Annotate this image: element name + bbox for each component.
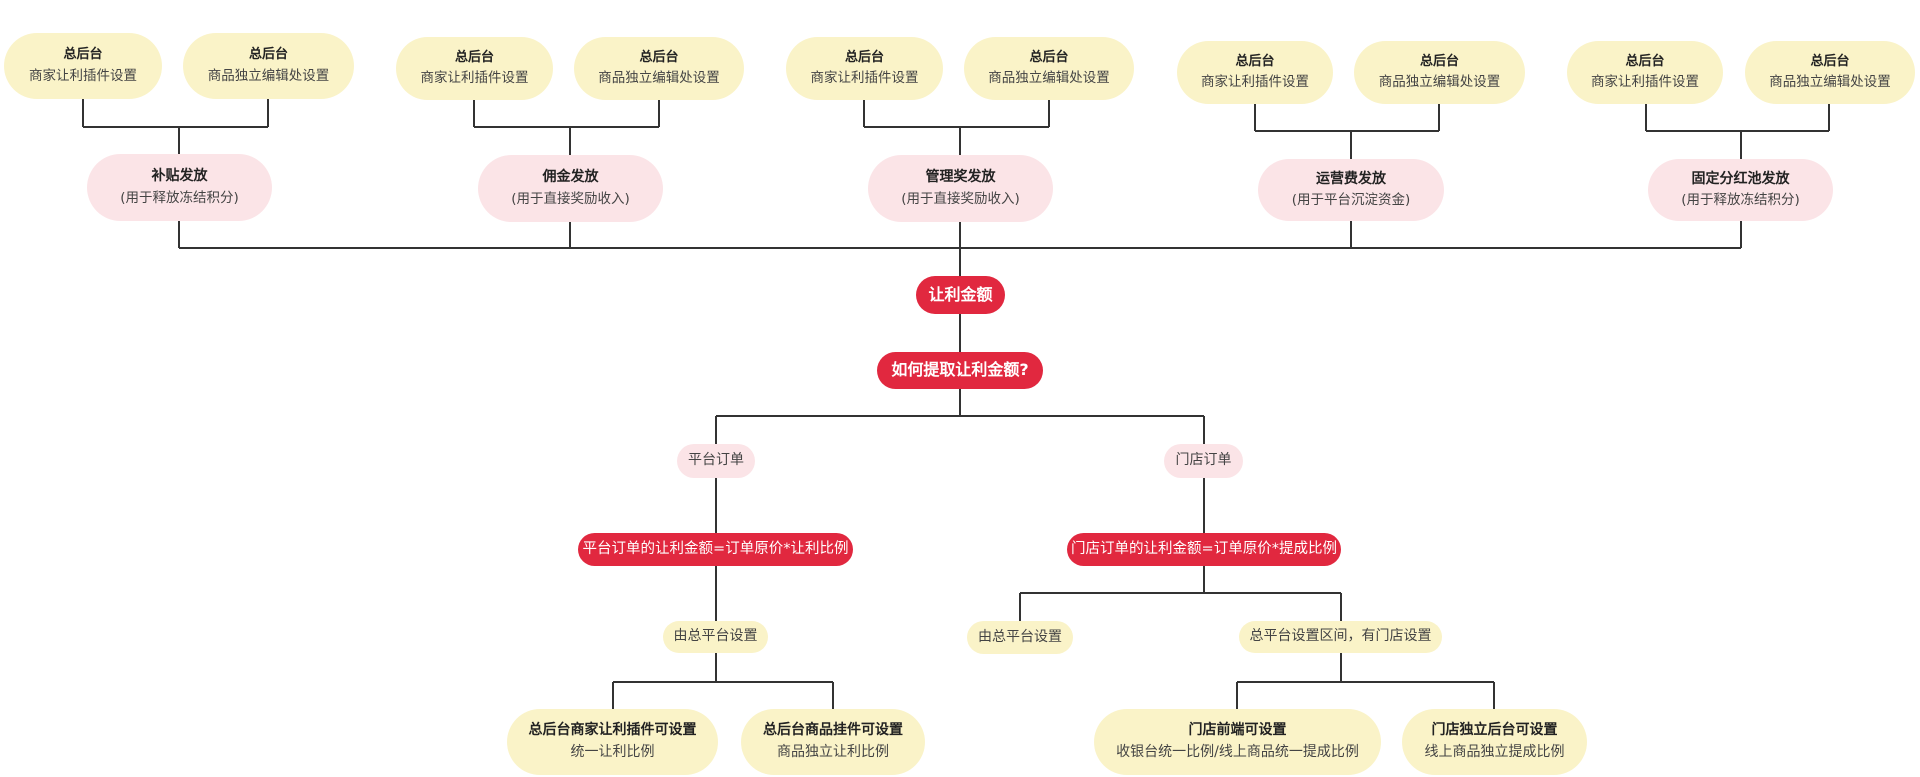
question-label: 如何提取让利金额? [891, 360, 1029, 380]
distribution-title: 固定分红池发放 [1691, 170, 1790, 187]
leaf-subtitle: 统一让利比例 [570, 744, 655, 760]
leaf-node-merchant-plugin: 总后台商家让利插件可设置 统一让利比例 [507, 709, 718, 775]
source-subtitle: 商家让利插件设置 [810, 70, 919, 87]
source-subtitle: 商品独立编辑处设置 [1769, 74, 1891, 91]
source-title: 总后台 [63, 47, 103, 63]
leaf-title: 门店前端可设置 [1188, 722, 1287, 739]
distribution-subtitle: (用于平台沉淀资金) [1291, 192, 1411, 209]
question-node: 如何提取让利金额? [877, 352, 1043, 389]
source-title: 总后台 [1625, 53, 1665, 69]
root-node-concession-amount: 让利金额 [916, 276, 1005, 314]
root-label: 让利金额 [928, 284, 993, 304]
source-node-merchant-plugin: 总后台 商家让利插件设置 [396, 37, 553, 100]
source-node-product-edit: 总后台 商品独立编辑处设置 [574, 37, 744, 100]
source-node-product-edit: 总后台 商品独立编辑处设置 [1354, 41, 1525, 104]
distribution-subtitle: (用于释放冻结积分) [120, 189, 239, 206]
distribution-node-commission: 佣金发放 (用于直接奖励收入) [478, 155, 663, 222]
setter-label: 总平台设置区间，有门店设置 [1249, 628, 1432, 645]
source-subtitle: 商家让利插件设置 [29, 67, 137, 84]
source-node-merchant-plugin: 总后台 商家让利插件设置 [1177, 41, 1333, 104]
distribution-title: 运营费发放 [1316, 170, 1386, 187]
distribution-subtitle: (用于直接奖励收入) [511, 190, 630, 207]
leaf-node-product-widget: 总后台商品挂件可设置 商品独立让利比例 [741, 709, 925, 775]
source-node-product-edit: 总后台 商品独立编辑处设置 [1745, 41, 1915, 104]
setter-node-platform-admin: 由总平台设置 [967, 621, 1073, 654]
source-node-merchant-plugin: 总后台 商家让利插件设置 [786, 37, 943, 100]
leaf-node-store-backend: 门店独立后台可设置 线上商品独立提成比例 [1402, 709, 1587, 775]
distribution-node-operation-fee: 运营费发放 (用于平台沉淀资金) [1258, 159, 1444, 221]
formula-node-platform: 平台订单的让利金额=订单原价*让利比例 [578, 533, 853, 566]
distribution-title: 佣金发放 [542, 169, 599, 186]
order-type-store: 门店订单 [1164, 444, 1243, 478]
source-subtitle: 商品独立编辑处设置 [988, 70, 1110, 87]
leaf-subtitle: 收银台统一比例/线上商品统一提成比例 [1116, 744, 1359, 760]
formula-node-store: 门店订单的让利金额=订单原价*提成比例 [1067, 533, 1341, 566]
source-title: 总后台 [248, 47, 288, 63]
setter-label: 由总平台设置 [673, 628, 758, 645]
setter-node-range-store: 总平台设置区间，有门店设置 [1239, 621, 1442, 653]
formula-label: 平台订单的让利金额=订单原价*让利比例 [582, 541, 849, 558]
source-title: 总后台 [639, 49, 679, 65]
source-subtitle: 商品独立编辑处设置 [1378, 74, 1501, 91]
source-node-merchant-plugin: 总后台 商家让利插件设置 [1567, 41, 1723, 104]
distribution-subtitle: (用于直接奖励收入) [901, 190, 1020, 207]
setter-label: 由总平台设置 [978, 628, 1062, 645]
source-title: 总后台 [1810, 53, 1850, 69]
order-type-platform: 平台订单 [677, 444, 755, 478]
leaf-title: 总后台商品挂件可设置 [763, 722, 903, 739]
distribution-title: 补贴发放 [151, 168, 208, 185]
source-node-product-edit: 总后台 商品独立编辑处设置 [964, 37, 1134, 100]
distribution-node-management-bonus: 管理奖发放 (用于直接奖励收入) [868, 155, 1053, 222]
source-node-merchant-plugin: 总后台 商家让利插件设置 [4, 33, 162, 99]
setter-node-platform-admin: 由总平台设置 [663, 621, 768, 653]
source-subtitle: 商家让利插件设置 [420, 70, 529, 87]
source-title: 总后台 [1235, 53, 1275, 69]
distribution-node-subsidy: 补贴发放 (用于释放冻结积分) [87, 154, 272, 221]
leaf-node-store-frontend: 门店前端可设置 收银台统一比例/线上商品统一提成比例 [1094, 709, 1381, 775]
leaf-subtitle: 线上商品独立提成比例 [1424, 744, 1565, 760]
source-subtitle: 商家让利插件设置 [1591, 74, 1699, 91]
distribution-node-dividend-pool: 固定分红池发放 (用于释放冻结积分) [1648, 159, 1833, 221]
source-title: 总后台 [454, 49, 494, 65]
source-title: 总后台 [1029, 49, 1069, 65]
source-node-product-edit: 总后台 商品独立编辑处设置 [183, 33, 354, 99]
leaf-title: 门店独立后台可设置 [1431, 722, 1558, 739]
source-subtitle: 商家让利插件设置 [1201, 74, 1309, 91]
distribution-subtitle: (用于释放冻结积分) [1681, 192, 1800, 209]
distribution-title: 管理奖发放 [925, 169, 996, 186]
leaf-title: 总后台商家让利插件可设置 [528, 722, 697, 739]
order-type-label: 门店订单 [1175, 452, 1232, 469]
source-subtitle: 商品独立编辑处设置 [598, 70, 720, 87]
source-title: 总后台 [844, 49, 884, 65]
formula-label: 门店订单的让利金额=订单原价*提成比例 [1071, 541, 1337, 558]
source-title: 总后台 [1419, 53, 1459, 69]
order-type-label: 平台订单 [688, 452, 744, 469]
leaf-subtitle: 商品独立让利比例 [777, 744, 889, 760]
source-subtitle: 商品独立编辑处设置 [207, 67, 330, 84]
